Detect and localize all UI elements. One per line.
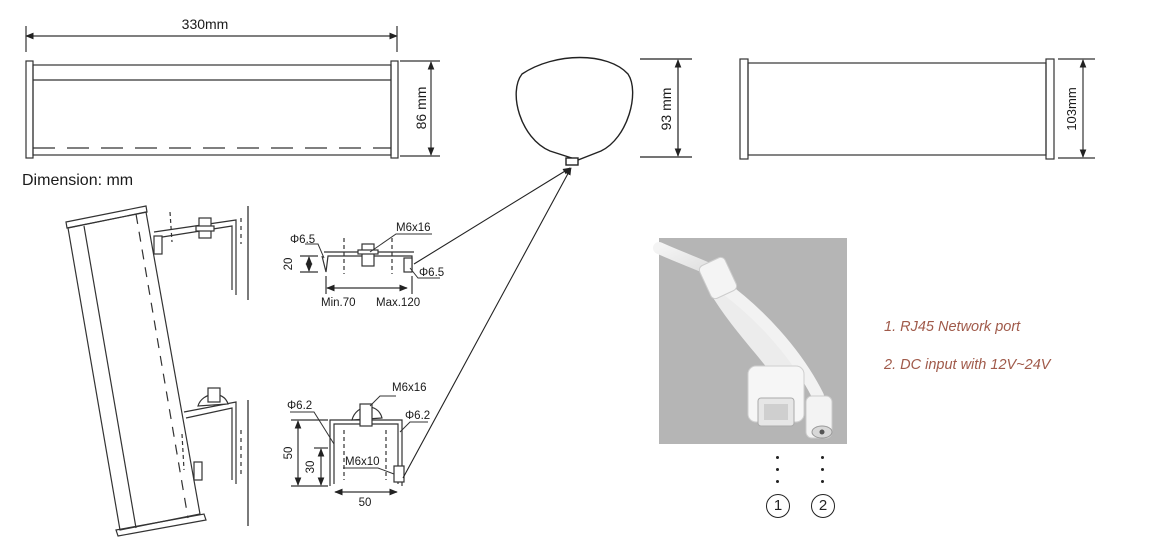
rear-view	[739, 58, 1095, 160]
side-profile	[515, 56, 634, 161]
bottom-bracket-bolt	[359, 403, 373, 427]
front-endcap-left	[25, 60, 34, 159]
port1-number-circle: 1	[766, 494, 790, 518]
top-height-label: 20	[283, 258, 295, 271]
top-bracket-detail	[300, 233, 440, 294]
bottom-bracket-side-bolt	[393, 465, 405, 483]
mount-top-bracket	[155, 225, 233, 290]
unit-caption: Dimension: mm	[22, 172, 134, 189]
top-hole-right-label: Φ6.5	[419, 267, 444, 279]
top-max-label: Max.120	[376, 297, 420, 309]
front-view	[25, 26, 440, 159]
bottom-width-label: 50	[359, 497, 372, 509]
front-endcap-right	[390, 60, 399, 159]
wall-mounted-speaker	[65, 205, 249, 537]
side-view	[515, 56, 692, 166]
bottom-bracket-leader-arrow	[402, 167, 572, 479]
rear-endcap-left	[739, 58, 749, 160]
bottom-bolt-top-label: M6x16	[392, 382, 427, 394]
port1-dot	[776, 468, 779, 471]
top-bracket-leader-arrow	[413, 167, 571, 265]
bottom-bracket-detail	[290, 395, 428, 496]
bottom-inner-height-label: 30	[305, 461, 317, 474]
mounted-bottom-cap	[115, 513, 207, 537]
connector-photo	[653, 238, 847, 444]
side-mount-tab	[565, 157, 579, 166]
mounted-body	[67, 211, 201, 531]
mounted-top-cap	[65, 205, 148, 229]
bottom-hole-left-label: Φ6.2	[287, 400, 312, 412]
cable-splitter	[698, 256, 738, 300]
side-height-label: 93 mm	[658, 88, 674, 131]
bottom-hole-right-label: Φ6.2	[405, 410, 430, 422]
mount-side-bolt	[193, 461, 203, 481]
top-bracket-side-bolt	[403, 257, 413, 273]
port2-dot	[821, 456, 824, 459]
legend-dc-input: 2. DC input with 12V~24V	[884, 357, 1051, 373]
bottom-outer-height-label: 50	[283, 447, 295, 460]
top-bracket-bolt	[361, 243, 375, 267]
port1-dot	[776, 480, 779, 483]
mount-bottom-bracket	[185, 407, 233, 480]
top-hole-left-label: Φ6.5	[290, 234, 315, 246]
rear-body	[747, 62, 1047, 156]
bottom-bolt-side-label: M6x10	[345, 456, 380, 468]
rear-endcap-right	[1045, 58, 1055, 160]
top-min-label: Min.70	[321, 297, 356, 309]
front-body	[32, 64, 392, 156]
rear-height-label: 103mm	[1064, 87, 1079, 130]
legend-rj45: 1. RJ45 Network port	[884, 319, 1021, 335]
top-bolt-label: M6x16	[396, 222, 431, 234]
port2-dot	[821, 480, 824, 483]
width-label: 330mm	[182, 16, 229, 32]
port2-dot	[821, 468, 824, 471]
front-height-label: 86 mm	[413, 87, 429, 130]
port1-dot	[776, 456, 779, 459]
port2-number-circle: 2	[811, 494, 835, 518]
dc-cable	[716, 280, 824, 402]
